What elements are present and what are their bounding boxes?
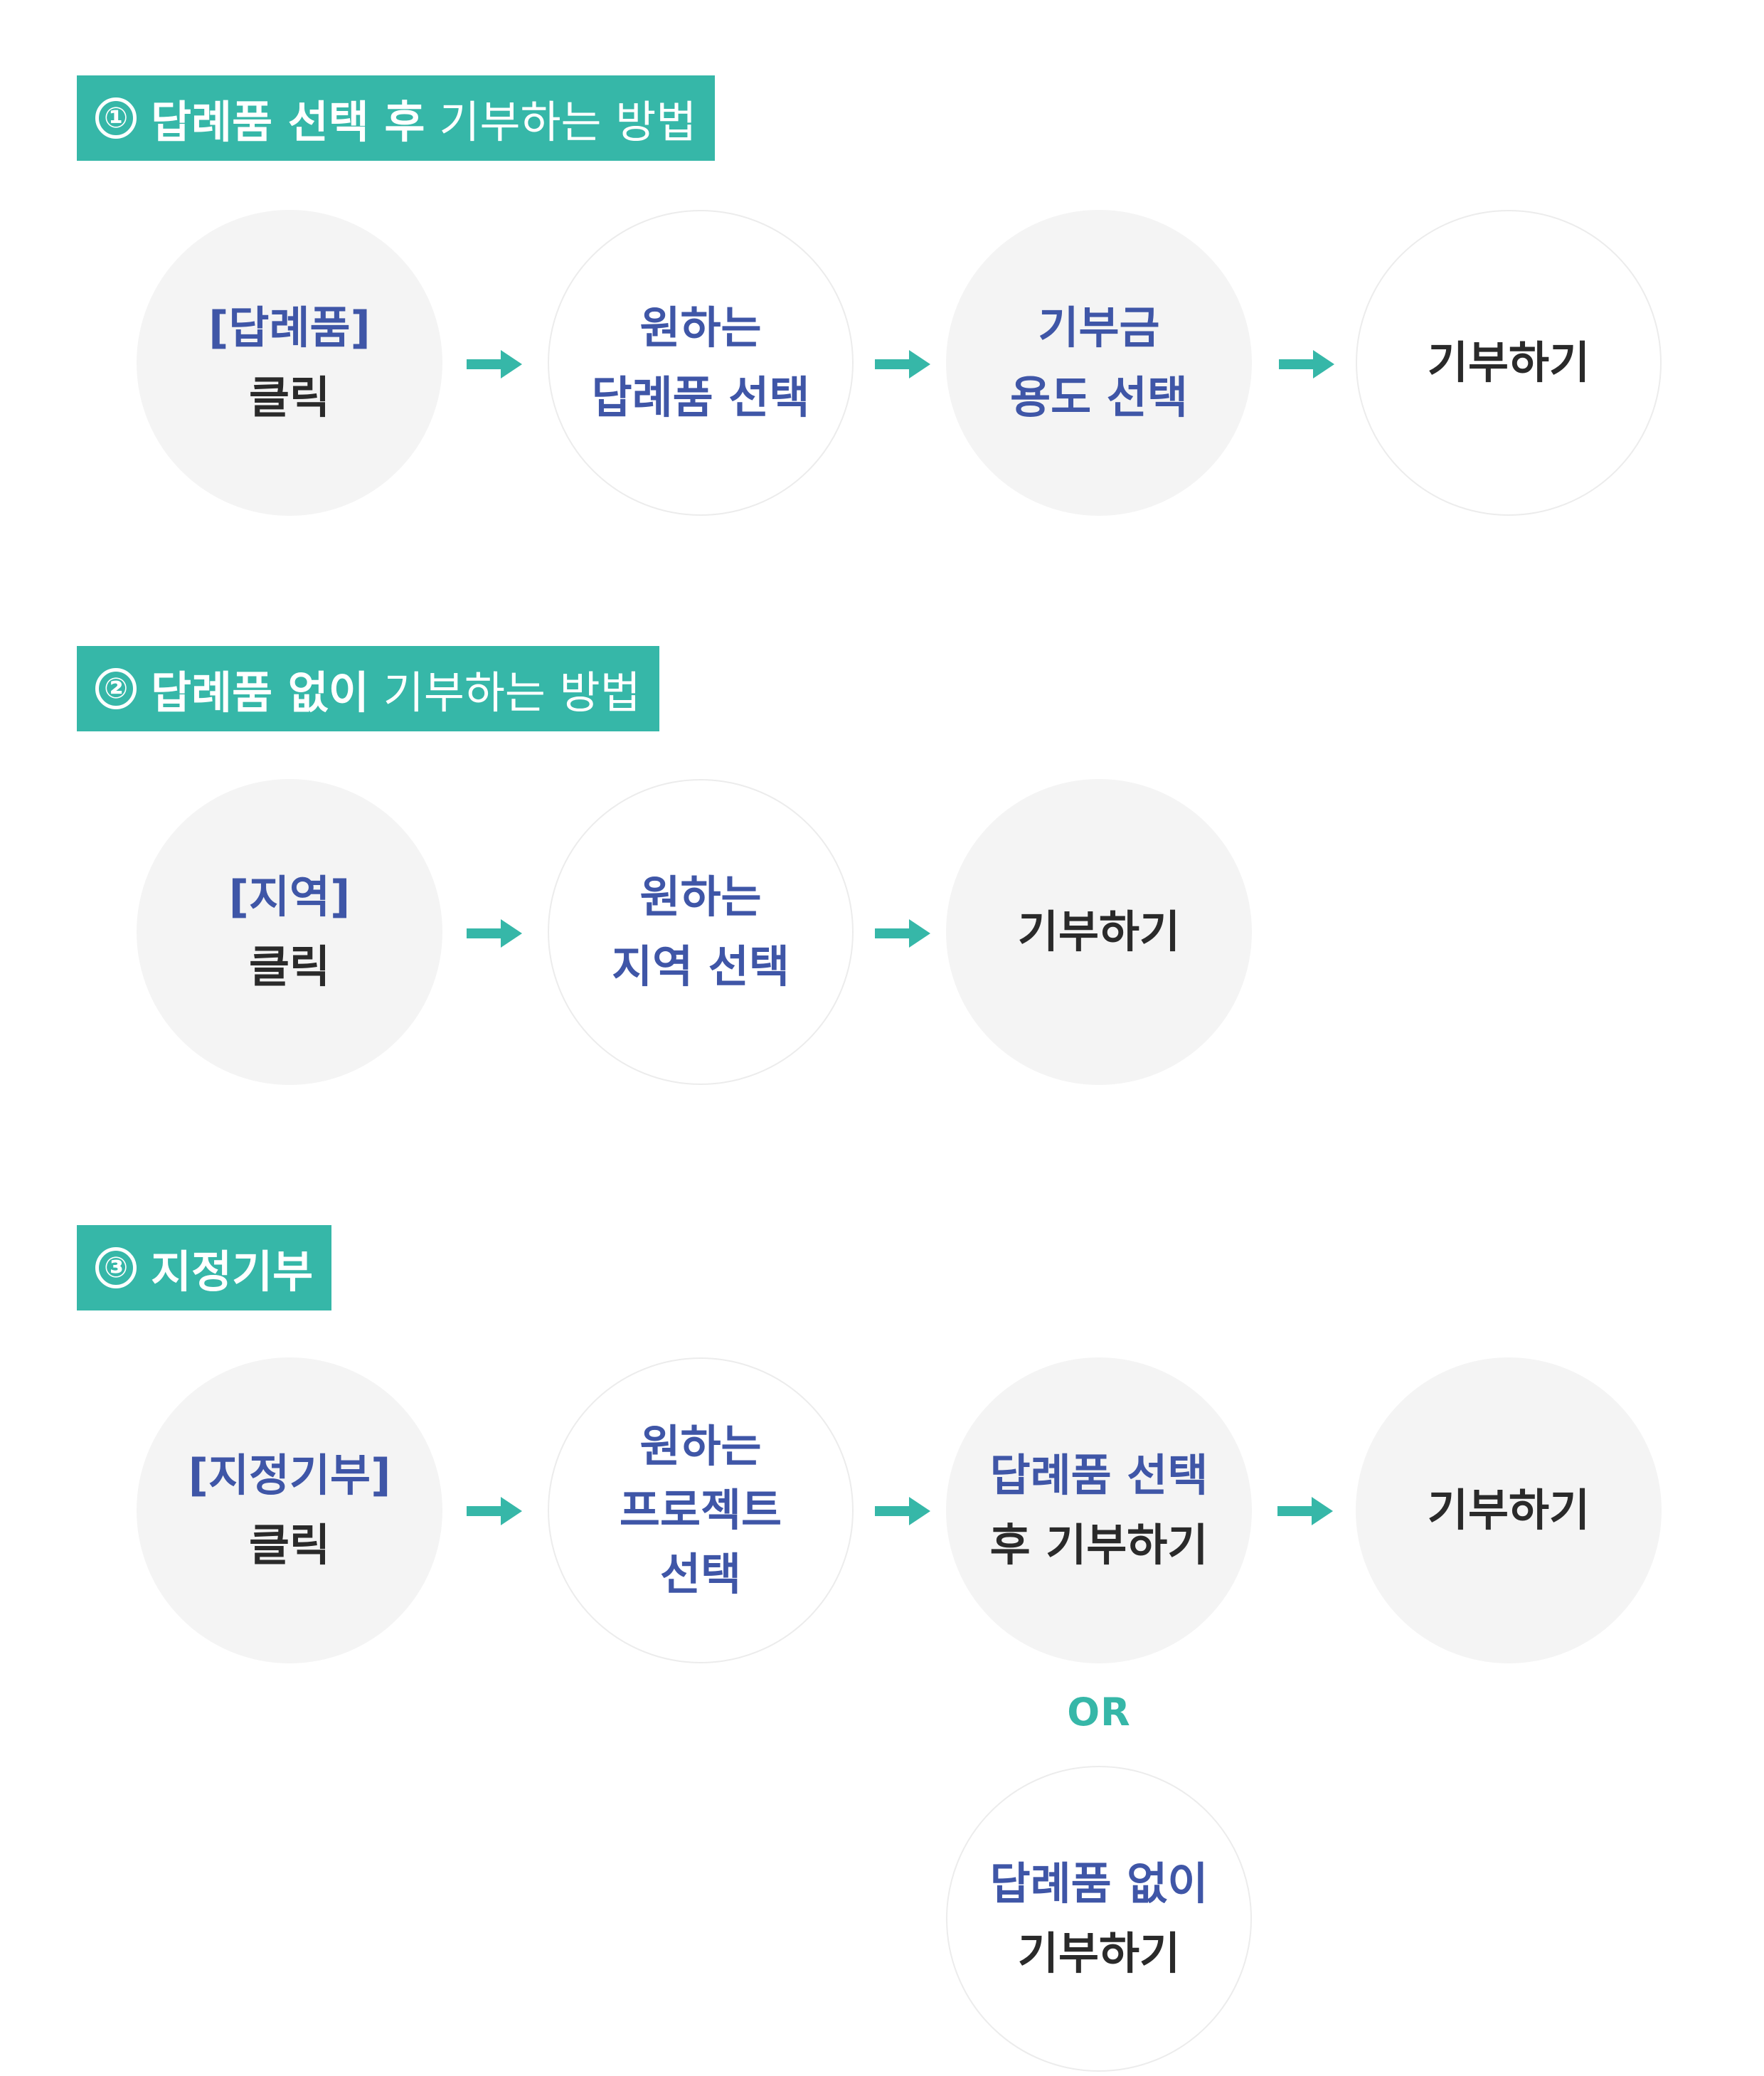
section-3-step-1: [지정기부] 클릭 (137, 1357, 442, 1663)
section-2-step-2: 원하는 지역 선택 (548, 779, 854, 1085)
section-1-title-bold: 답례품 선택 후 (151, 96, 425, 148)
section-3-step-4: 기부하기 (1356, 1357, 1662, 1663)
section-3-number: ③ (95, 1247, 137, 1288)
section-1-step-3: 기부금 용도 선택 (946, 210, 1252, 516)
step-line: 기부하기 (1017, 906, 1181, 958)
section-2-title-light: 기부하는 방법 (383, 667, 641, 719)
step-line: 클릭 (248, 371, 331, 423)
step-line: 기부금 (1038, 302, 1160, 354)
step-line: 기부하기 (1427, 337, 1590, 388)
section-3-header: ③ 지정기부 (77, 1225, 332, 1310)
arrow-right-icon (875, 350, 930, 378)
section-2-step-1: [지역] 클릭 (137, 779, 442, 1085)
section-1-header: ① 답례품 선택 후 기부하는 방법 (77, 75, 716, 161)
arrow-right-icon (1279, 350, 1334, 378)
step-line: 원하는 (639, 871, 762, 923)
section-2-header: ② 답례품 없이 기부하는 방법 (77, 646, 659, 731)
arrow-right-icon (467, 350, 522, 378)
step-line: [지정기부] (188, 1449, 391, 1501)
step-line: 기부하기 (1017, 1927, 1181, 1979)
step-line: 선택 (659, 1548, 742, 1600)
step-line: 기부하기 (1427, 1484, 1590, 1536)
step-line: 답례품 없이 (989, 1858, 1208, 1910)
section-1-title-light: 기부하는 방법 (439, 96, 697, 148)
section-2-title-bold: 답례품 없이 (151, 667, 369, 719)
step-line: 프로젝트 (619, 1484, 782, 1536)
step-line: [답례품] (208, 302, 371, 354)
section-1-number: ① (95, 97, 137, 139)
step-line: 답례품 선택 (989, 1449, 1208, 1501)
step-line: 클릭 (248, 1519, 331, 1571)
section-1-step-2: 원하는 답례품 선택 (548, 210, 854, 516)
arrow-right-icon (467, 1497, 522, 1525)
step-line: 후 기부하기 (989, 1519, 1208, 1571)
step-line: 원하는 (639, 302, 762, 354)
step-line: 답례품 선택 (591, 371, 810, 423)
section-1-step-4: 기부하기 (1356, 210, 1662, 516)
arrow-right-icon (1277, 1497, 1333, 1525)
section-3-alternative-step: 답례품 없이 기부하기 (946, 1766, 1252, 2072)
section-3-step-3: 답례품 선택 후 기부하기 (946, 1357, 1252, 1663)
arrow-right-icon (467, 919, 522, 948)
section-2-number: ② (95, 668, 137, 709)
section-2-step-3: 기부하기 (946, 779, 1252, 1085)
arrow-right-icon (875, 919, 930, 948)
section-3-title-bold: 지정기부 (151, 1246, 314, 1298)
step-line: [지역] (228, 871, 351, 923)
section-1-step-1: [답례품] 클릭 (137, 210, 442, 516)
or-label: OR (1067, 1690, 1131, 1735)
step-line: 용도 선택 (1010, 371, 1188, 423)
step-line: 원하는 (639, 1420, 762, 1472)
section-3-step-2: 원하는 프로젝트 선택 (548, 1357, 854, 1663)
step-line: 클릭 (248, 941, 331, 992)
arrow-right-icon (875, 1497, 930, 1525)
step-line: 지역 선택 (612, 941, 790, 992)
